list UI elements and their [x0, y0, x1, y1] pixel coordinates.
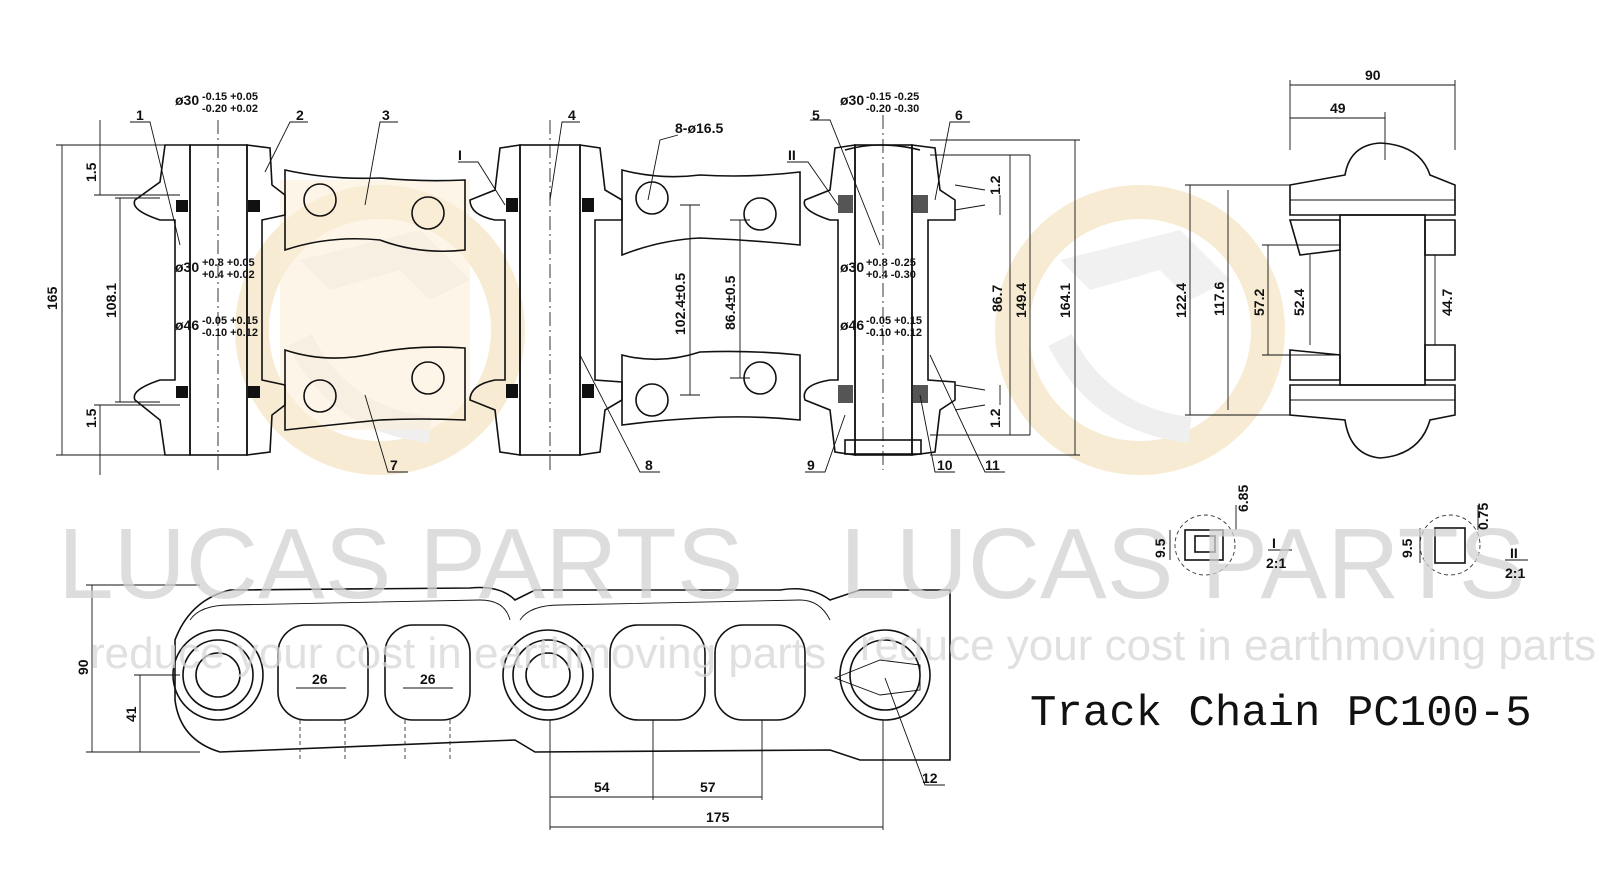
dim-6-85: 6.85: [1235, 485, 1251, 512]
dim-165: 165: [44, 286, 60, 310]
dim-26-a: 26: [312, 671, 328, 687]
dim-1-5-top: 1.5: [83, 162, 99, 182]
tol-dia30-c1: -0.15 -0.25: [866, 91, 919, 103]
dim-dia46-a: ø46: [175, 317, 199, 333]
dim-41: 41: [123, 706, 139, 722]
dim-dia30-c: ø30: [840, 92, 864, 108]
tol-dia46-b2: -0.10 +0.12: [866, 327, 922, 339]
dim-44-7: 44.7: [1439, 289, 1455, 316]
tol-dia30-d1: +0.8 -0.25: [866, 257, 916, 269]
watermark-slogan-right: reduce your cost in earthmoving parts: [860, 621, 1596, 670]
dim-dia30-d: ø30: [840, 259, 864, 275]
dim-0-75: 0.75: [1475, 503, 1491, 530]
watermark-slogan-left: reduce your cost in earthmoving parts: [90, 629, 826, 678]
leader-lines: [130, 119, 1005, 786]
section-view: [56, 115, 1080, 475]
dim-117-6: 117.6: [1211, 282, 1227, 316]
callout-2: 2: [296, 107, 304, 123]
dim-9-5-detail-i: 9.5: [1152, 538, 1168, 558]
tol-dia30-b2: +0.4 +0.02: [202, 269, 255, 281]
tol-dia46-a1: -0.05 +0.15: [202, 315, 258, 327]
watermark-brand-left: LUCAS PARTS: [58, 508, 743, 620]
watermark-brand-right: LUCAS PARTS: [840, 508, 1525, 620]
dim-52-4: 52.4: [1291, 289, 1307, 316]
dim-86-4: 86.4±0.5: [722, 275, 738, 330]
dim-49: 49: [1330, 100, 1346, 116]
dim-26-b: 26: [420, 671, 436, 687]
dim-dia30-b: ø30: [175, 259, 199, 275]
dim-dia46-b: ø46: [840, 317, 864, 333]
callout-11: 11: [985, 457, 1000, 473]
tol-dia30-c2: -0.20 -0.30: [866, 103, 919, 115]
tol-dia30-a2: -0.20 +0.02: [202, 103, 258, 115]
tol-dia30-a1: -0.15 +0.05: [202, 91, 258, 103]
dim-86-7: 86.7: [989, 285, 1005, 312]
detail-i-scale: 2:1: [1266, 555, 1286, 571]
plan-view: [86, 584, 951, 830]
watermark-logo-right: [995, 185, 1285, 475]
detail-views: [1169, 505, 1528, 576]
callout-5: 5: [812, 107, 820, 123]
detail-i-label: I: [1272, 535, 1276, 551]
callout-holes: 8-ø16.5: [675, 120, 723, 136]
tol-dia46-b1: -0.05 +0.15: [866, 315, 922, 327]
dim-90-top: 90: [1365, 67, 1381, 83]
detail-ii-label: II: [1510, 545, 1518, 561]
tol-dia30-d2: +0.4 -0.30: [866, 269, 916, 281]
dim-9-5-detail-ii: 9.5: [1399, 538, 1415, 558]
dim-57: 57: [700, 779, 716, 795]
callout-7: 7: [390, 457, 398, 473]
dim-1-5-bottom: 1.5: [83, 408, 99, 428]
dim-54: 54: [594, 779, 610, 795]
callout-10: 10: [937, 457, 953, 473]
dim-108-1: 108.1: [103, 283, 119, 318]
callout-4: 4: [568, 107, 576, 123]
tol-dia30-b1: +0.8 +0.05: [202, 257, 255, 269]
dim-149-4: 149.4: [1013, 283, 1029, 318]
dim-102-4: 102.4±0.5: [672, 273, 688, 335]
callout-detail-i: I: [458, 147, 462, 163]
callout-12: 12: [922, 770, 938, 786]
callout-6: 6: [955, 107, 963, 123]
dim-1-2-bottom: 1.2: [987, 408, 1003, 428]
dim-164-1: 164.1: [1057, 283, 1073, 318]
callout-detail-ii: II: [788, 147, 796, 163]
dim-175: 175: [706, 809, 730, 825]
dim-122-4: 122.4: [1173, 283, 1189, 318]
dim-90-side: 90: [75, 659, 91, 675]
detail-ii-scale: 2:1: [1505, 565, 1525, 581]
dim-1-2-top: 1.2: [987, 175, 1003, 195]
watermark-tint: [280, 180, 470, 430]
dim-57-2: 57.2: [1251, 289, 1267, 316]
callout-9: 9: [807, 457, 815, 473]
callout-3: 3: [382, 107, 390, 123]
end-view: [1185, 80, 1456, 459]
callout-1: 1: [136, 107, 144, 123]
tol-dia46-a2: -0.10 +0.12: [202, 327, 258, 339]
drawing-title: Track Chain PC100-5: [1030, 689, 1532, 739]
callout-8: 8: [645, 457, 653, 473]
dim-dia30-a: ø30: [175, 92, 199, 108]
